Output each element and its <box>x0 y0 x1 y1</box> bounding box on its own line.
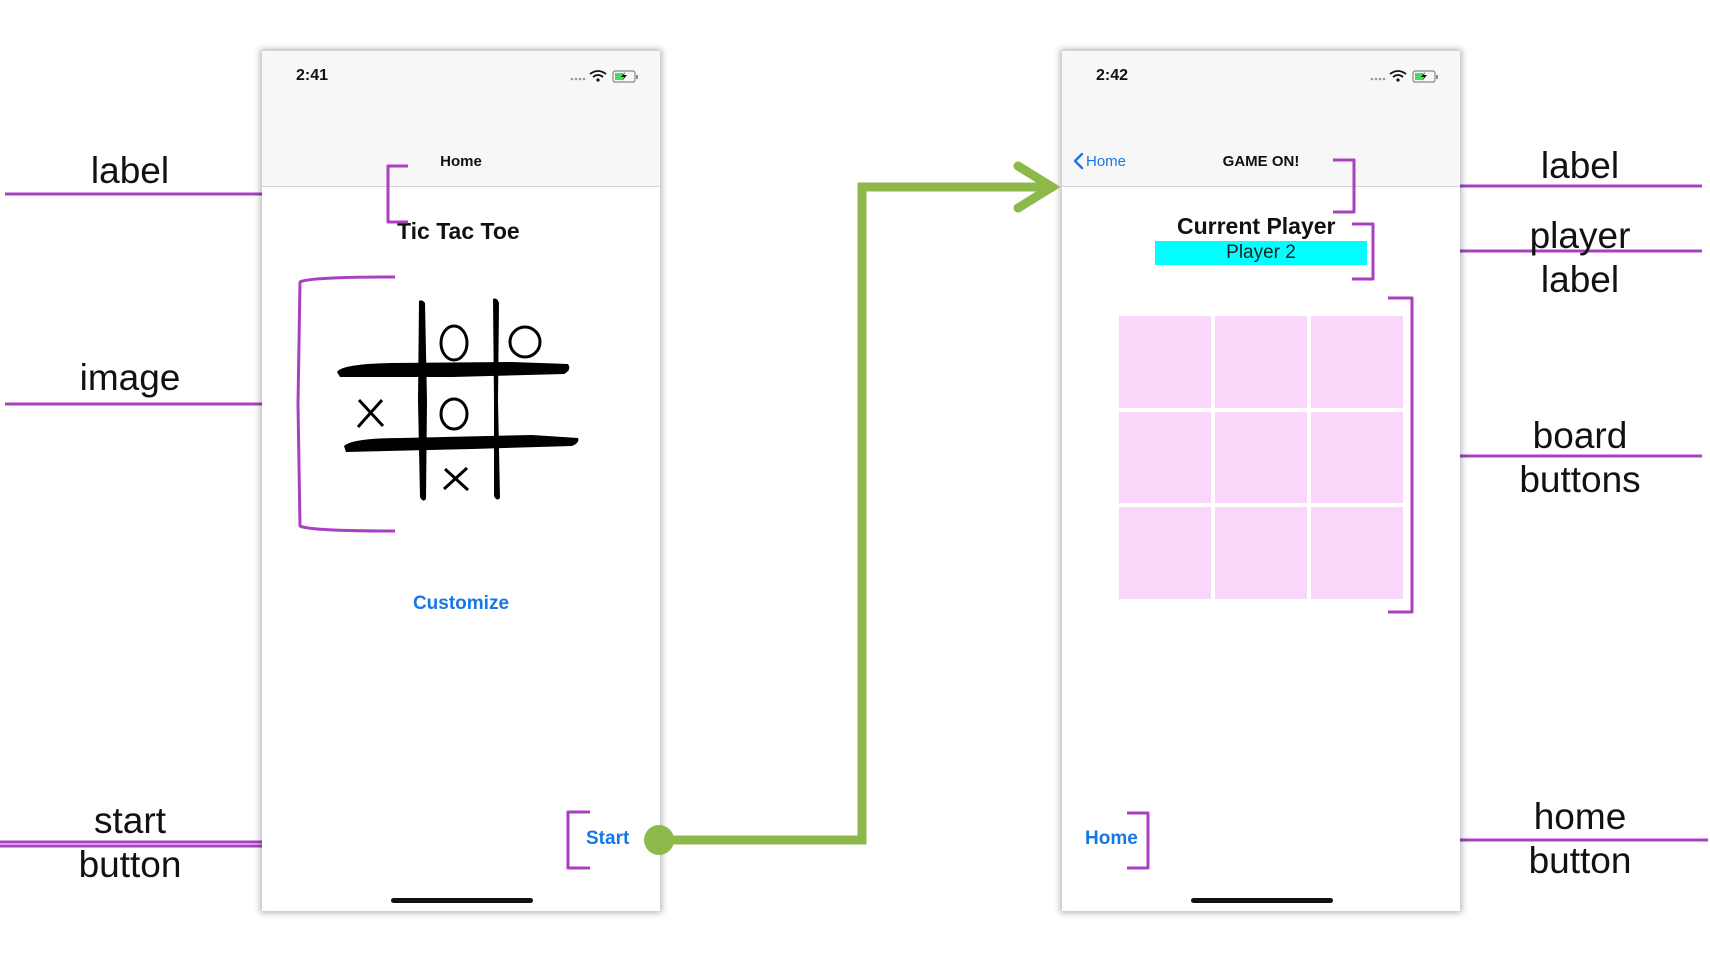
callout-start-line1: start <box>94 800 166 841</box>
callout-player-line2: label <box>1540 259 1620 300</box>
home-indicator <box>1191 898 1333 903</box>
callout-home-button: home button <box>1500 795 1660 883</box>
start-button[interactable]: Start <box>586 828 630 849</box>
game-board <box>1119 316 1403 599</box>
board-cell-4[interactable] <box>1119 411 1211 504</box>
board-cell-6[interactable] <box>1311 411 1403 504</box>
home-screen-phone: 2:41 Home Tic Tac Toe <box>262 51 660 911</box>
callout-player-line1: player <box>1529 215 1631 256</box>
grid-line-v1 <box>418 300 427 501</box>
board-cell-3[interactable] <box>1311 316 1403 408</box>
board-cell-5[interactable] <box>1215 411 1307 504</box>
callout-label-left-text: label <box>90 150 170 191</box>
label-bracket <box>386 164 408 224</box>
callout-player-label: player label <box>1500 214 1660 302</box>
home-bracket <box>1127 811 1150 870</box>
board-bracket <box>1388 296 1414 614</box>
nav-title: GAME ON! <box>1222 153 1300 170</box>
signal-icon <box>570 77 586 81</box>
callout-board-buttons: board buttons <box>1500 414 1660 502</box>
callout-home-line1: home <box>1533 796 1627 837</box>
player-label-bracket <box>1352 222 1375 281</box>
battery-icon <box>612 70 638 83</box>
status-bar: 2:42 <box>1062 51 1460 139</box>
customize-button[interactable]: Customize <box>412 593 510 614</box>
o-mark-1 <box>439 324 469 362</box>
nav-title: Home <box>440 153 482 170</box>
callout-label-right: label <box>1500 144 1660 188</box>
player-label: Player 2 <box>1155 241 1367 265</box>
callout-label-right-text: label <box>1540 145 1620 186</box>
start-bracket <box>566 810 590 870</box>
grid-line-v2 <box>493 298 500 500</box>
chevron-left-icon <box>1073 152 1084 170</box>
status-time: 2:42 <box>1096 67 1129 84</box>
game-screen-phone: 2:42 Home GAME ON! Current Pla <box>1062 51 1460 911</box>
callout-board-line1: board <box>1532 415 1628 456</box>
image-bracket <box>296 275 396 533</box>
flow-arrow <box>660 161 1061 845</box>
grid-line-h1 <box>337 362 570 377</box>
o-mark-3 <box>439 397 469 431</box>
wifi-icon <box>589 70 607 82</box>
x-mark-2 <box>442 466 470 492</box>
flow-origin-dot <box>644 825 674 855</box>
o-mark-2 <box>508 325 542 359</box>
x-mark-1 <box>356 398 385 428</box>
current-player-label: Current Player <box>1177 213 1336 239</box>
board-cell-7[interactable] <box>1119 507 1211 599</box>
grid-line-h2 <box>344 435 579 452</box>
board-cell-2[interactable] <box>1215 316 1307 408</box>
back-button-label: Home <box>1086 152 1127 170</box>
title-label: Tic Tac Toe <box>397 218 520 244</box>
callout-start-line2: button <box>78 844 182 885</box>
status-time: 2:41 <box>296 67 329 84</box>
status-bar: 2:41 <box>262 51 660 139</box>
callout-image-text: image <box>79 357 181 398</box>
tic-tac-toe-image <box>337 298 579 501</box>
status-icons <box>1370 70 1438 83</box>
home-indicator <box>391 898 533 903</box>
signal-icon <box>1370 77 1386 81</box>
callout-label-left: label <box>60 149 200 193</box>
back-button[interactable]: Home <box>1072 152 1126 170</box>
board-cell-9[interactable] <box>1311 507 1403 599</box>
battery-icon <box>1412 70 1438 83</box>
wifi-icon <box>1389 70 1407 82</box>
navigation-bar: Home <box>262 139 660 187</box>
callout-home-line2: button <box>1528 840 1632 881</box>
callout-image: image <box>50 356 210 400</box>
callout-start-button: start button <box>50 799 210 887</box>
navigation-bar: Home GAME ON! <box>1062 139 1460 187</box>
status-icons <box>570 70 638 83</box>
home-button[interactable]: Home <box>1085 828 1138 849</box>
board-cell-1[interactable] <box>1119 316 1211 408</box>
current-player-bracket <box>1333 158 1356 214</box>
callout-board-line2: buttons <box>1519 459 1641 500</box>
board-cell-8[interactable] <box>1215 507 1307 599</box>
